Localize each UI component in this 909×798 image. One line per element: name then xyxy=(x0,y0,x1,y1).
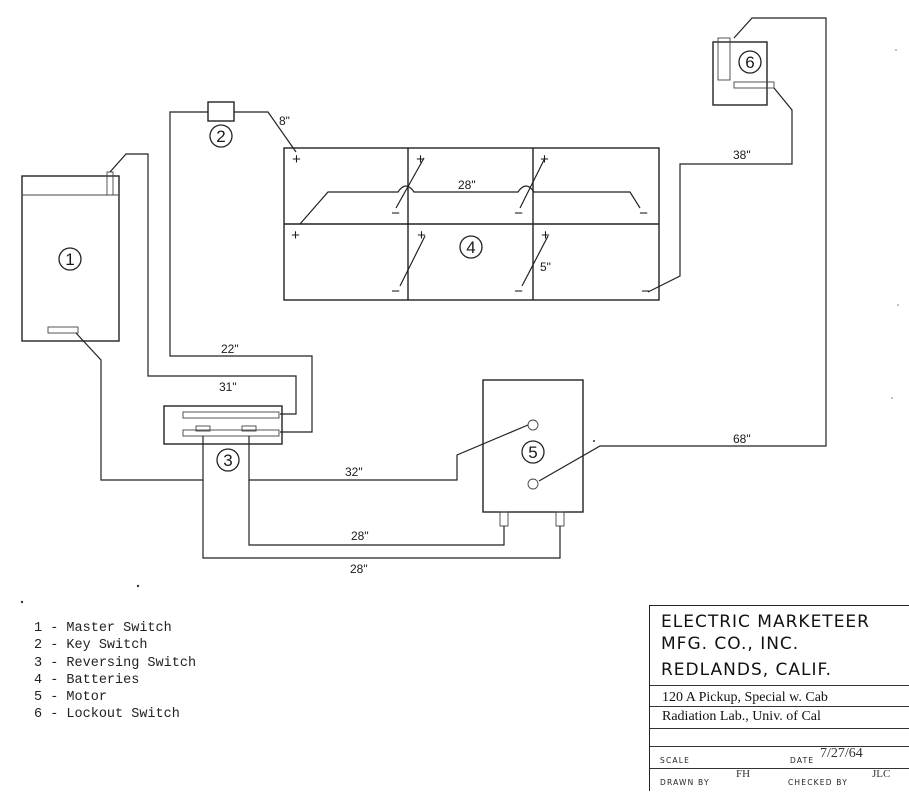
component-number-2: 2 xyxy=(216,127,225,146)
date-label: DATE xyxy=(790,756,815,765)
component-legend: 1 - Master Switch 2 - Key Switch 3 - Rev… xyxy=(34,620,196,724)
title-block-divider xyxy=(650,728,909,729)
title-block: ELECTRIC MARKETEER MFG. CO., INC. REDLAN… xyxy=(649,605,909,791)
motor: 5 xyxy=(482,379,584,527)
legend-number: 6 xyxy=(34,707,43,723)
checked-by-value: JLC xyxy=(872,768,891,780)
company-name: ELECTRIC MARKETEER xyxy=(661,612,870,632)
battery-plus-terminal: + xyxy=(540,152,549,169)
wire-length-label: 28" xyxy=(458,178,476,192)
drawn-by-value: FH xyxy=(736,768,751,780)
legend-number: 3 xyxy=(34,655,43,671)
battery-minus-terminal: − xyxy=(514,284,523,301)
label-circle-6 xyxy=(738,50,762,74)
battery-minus-terminal: − xyxy=(514,206,523,223)
legend-row: 5 - Motor xyxy=(34,690,107,706)
scan-specks xyxy=(20,49,899,604)
label-circle-1 xyxy=(58,247,82,271)
wire-length-label: 32" xyxy=(345,465,363,479)
drawn-by-label: DRAWN BY xyxy=(660,778,710,787)
legend-number: 5 xyxy=(34,690,43,706)
drawing-customer: Radiation Lab., Univ. of Cal xyxy=(662,709,821,724)
legend-label: Motor xyxy=(66,690,107,706)
legend-row: 4 - Batteries xyxy=(34,672,140,688)
wire-length-label: 28" xyxy=(351,529,369,543)
battery-minus-terminal: − xyxy=(639,206,648,223)
legend-label: Batteries xyxy=(66,672,140,688)
title-block-divider xyxy=(650,685,909,686)
lockout-switch: 6 xyxy=(712,37,775,106)
legend-number: 4 xyxy=(34,672,43,688)
legend-number: 2 xyxy=(34,638,43,654)
title-block-divider xyxy=(650,706,909,707)
key-switch: 2 xyxy=(207,101,235,148)
wire-length-label: 22" xyxy=(221,342,239,356)
title-block-divider xyxy=(650,746,909,747)
wire-length-label: 28" xyxy=(350,562,368,576)
date-value: 7/27/64 xyxy=(820,746,863,761)
legend-row: 3 - Reversing Switch xyxy=(34,655,197,671)
legend-row: 1 - Master Switch xyxy=(34,621,172,636)
legend-label: Key Switch xyxy=(66,638,148,654)
drawing-description: 120 A Pickup, Special w. Cab xyxy=(662,690,828,705)
reversing-switch: 3 xyxy=(163,405,283,472)
battery-plus-terminal: + xyxy=(416,152,425,169)
wiring xyxy=(75,17,827,559)
legend-label: Lockout Switch xyxy=(66,707,180,723)
wire-length-label: 38" xyxy=(733,148,751,162)
company-name-line-2: MFG. CO., INC. xyxy=(661,634,800,654)
component-number-1: 1 xyxy=(65,250,74,269)
legend-number: 1 xyxy=(34,621,43,636)
wire-length-label: 8" xyxy=(279,114,290,128)
component-number-3: 3 xyxy=(223,451,232,470)
company-location: REDLANDS, CALIF. xyxy=(661,660,832,680)
label-circle-3 xyxy=(216,448,240,472)
label-circle-2 xyxy=(209,124,233,148)
battery-plus-terminal: + xyxy=(417,228,426,245)
scale-label: SCALE xyxy=(660,756,691,765)
wire-length-label: 5" xyxy=(540,260,551,274)
label-circle-4 xyxy=(459,235,483,259)
battery-minus-terminal: − xyxy=(391,206,400,223)
legend-row: 2 - Key Switch xyxy=(34,638,148,654)
checked-by-label: CHECKED BY xyxy=(788,778,848,787)
battery-bank: + + + + + + − − − − − − 4 xyxy=(283,147,660,301)
label-circle-5 xyxy=(521,440,545,464)
battery-minus-terminal: − xyxy=(391,284,400,301)
battery-plus-terminal: + xyxy=(541,228,550,245)
component-number-4: 4 xyxy=(466,238,475,257)
legend-label: Reversing Switch xyxy=(66,655,197,671)
wire-length-labels: 8" 28" 5" 38" 22" 31" 32" 68" 28" 28" xyxy=(219,114,751,576)
wire-length-label: 68" xyxy=(733,432,751,446)
component-number-5: 5 xyxy=(528,443,537,462)
legend-row: 6 - Lockout Switch xyxy=(34,707,180,723)
title-block-divider xyxy=(650,768,909,769)
legend-label: Master Switch xyxy=(66,621,172,636)
wire-length-label: 31" xyxy=(219,380,237,394)
battery-plus-terminal: + xyxy=(291,228,300,245)
battery-plus-terminal: + xyxy=(292,152,301,169)
battery-minus-terminal: − xyxy=(641,284,650,301)
master-switch: 1 xyxy=(21,171,120,342)
component-number-6: 6 xyxy=(745,53,754,72)
